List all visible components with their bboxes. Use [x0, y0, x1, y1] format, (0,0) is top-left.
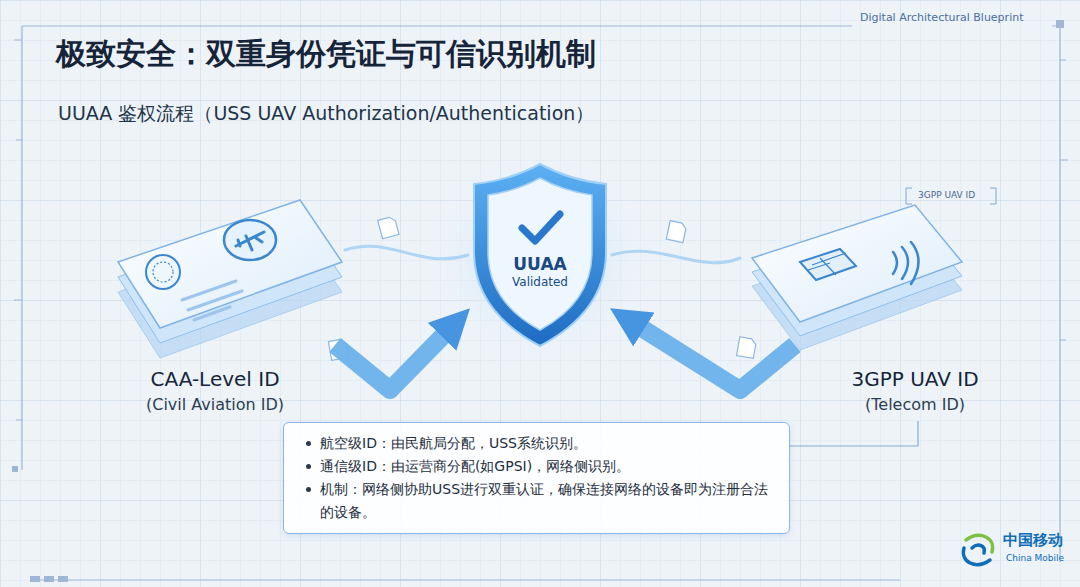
label-slot: China Mobile	[1006, 553, 1064, 563]
bullet-dot	[306, 441, 311, 446]
bullet-copy: 航空级ID：由民航局分配，USS系统识别。	[320, 435, 587, 451]
label-slot: Digital Architectural Blueprint	[860, 11, 1023, 24]
flow-arrow	[630, 321, 795, 390]
id-card-node: CAA-Level ID (Civil Aviation ID)	[95, 195, 335, 421]
page-title: 极致安全：双重身份凭证与可信识别机制	[56, 34, 596, 75]
bullet-dot	[306, 487, 311, 492]
header-tag: Digital Architectural Blueprint	[860, 11, 1023, 24]
frame-lines	[14, 26, 1068, 580]
shield-glow	[420, 150, 660, 370]
id-heading: 3GPP UAV ID	[795, 367, 1035, 392]
bullet-dot	[306, 464, 311, 469]
brand-name: 中国移动	[1003, 531, 1063, 550]
id-subheading: (Civil Aviation ID)	[95, 395, 335, 415]
bullet-text: 航空级ID：由民航局分配，USS系统识别。	[306, 432, 773, 455]
title-slot: 极致安全：双重身份凭证与可信识别机制	[56, 34, 596, 75]
shield-title: UUAA	[470, 254, 610, 275]
card-tag: 3GPP UAV ID	[918, 190, 975, 200]
frame-ticks	[12, 20, 1064, 582]
flow-arrow	[335, 325, 453, 390]
shield-node: UUAAValidated	[470, 160, 610, 350]
label-slot: 中国移动	[1003, 531, 1063, 550]
id-subheading: (Telecom ID)	[795, 395, 1035, 415]
label-slot: UUAA 鉴权流程（USS UAV Authorization/Authenti…	[58, 101, 594, 127]
id-card-node: 3GPP UAV ID (Telecom ID)	[795, 195, 1035, 421]
info-box: 航空级ID：由民航局分配，USS系统识别。通信级ID：由运营商分配(如GPSI)…	[283, 422, 790, 534]
shield-status: Validated	[470, 275, 610, 290]
bullet-copy: 通信级ID：由运营商分配(如GPSI)，网络侧识别。	[320, 458, 630, 474]
subtitle: UUAA 鉴权流程（USS UAV Authorization/Authenti…	[58, 101, 594, 127]
leader-connector	[790, 421, 918, 446]
check-mark	[522, 214, 560, 241]
china-mobile-logo	[963, 536, 992, 565]
brand-name-latin: China Mobile	[1006, 553, 1064, 563]
civil-aviation-card	[118, 200, 342, 358]
id-heading: CAA-Level ID	[95, 367, 335, 392]
bullet-text: 机制：网络侧协助USS进行双重认证，确保连接网络的设备即为注册合法的设备。	[306, 478, 773, 524]
sim-card	[752, 188, 996, 350]
bullet-copy: 机制：网络侧协助USS进行双重认证，确保连接网络的设备即为注册合法的设备。	[320, 481, 768, 520]
bullet-text: 通信级ID：由运营商分配(如GPSI)，网络侧识别。	[306, 455, 773, 478]
label-slot: 3GPP UAV ID	[918, 190, 975, 200]
